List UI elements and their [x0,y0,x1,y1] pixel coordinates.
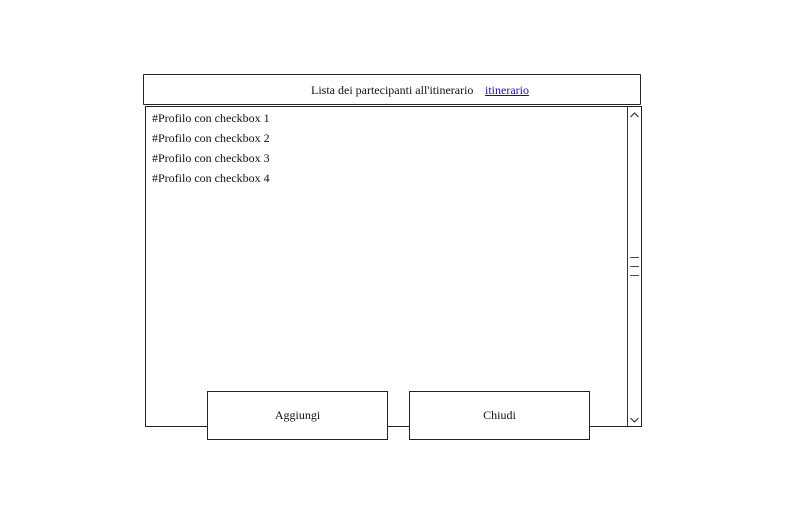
participants-items: #Profilo con checkbox 1 #Profilo con che… [152,111,270,191]
add-button[interactable]: Aggiungi [207,391,388,440]
itinerary-link[interactable]: itinerario [485,83,529,97]
participants-list: #Profilo con checkbox 1 #Profilo con che… [145,106,642,427]
participant-item[interactable]: #Profilo con checkbox 1 [152,111,270,125]
grip-lines-icon [630,257,639,276]
scroll-up-button[interactable] [628,108,641,120]
participant-item[interactable]: #Profilo con checkbox 4 [152,171,270,185]
vertical-scrollbar[interactable] [627,107,641,426]
dialog-header: Lista dei partecipanti all'itinerario it… [143,74,641,105]
chevron-up-icon [630,112,639,118]
participant-item[interactable]: #Profilo con checkbox 2 [152,131,270,145]
dialog-title: Lista dei partecipanti all'itinerario [311,83,474,97]
participant-item[interactable]: #Profilo con checkbox 3 [152,151,270,165]
chevron-down-icon [630,417,639,423]
scroll-thumb[interactable] [629,255,640,279]
scroll-down-button[interactable] [628,413,641,425]
close-button[interactable]: Chiudi [409,391,590,440]
